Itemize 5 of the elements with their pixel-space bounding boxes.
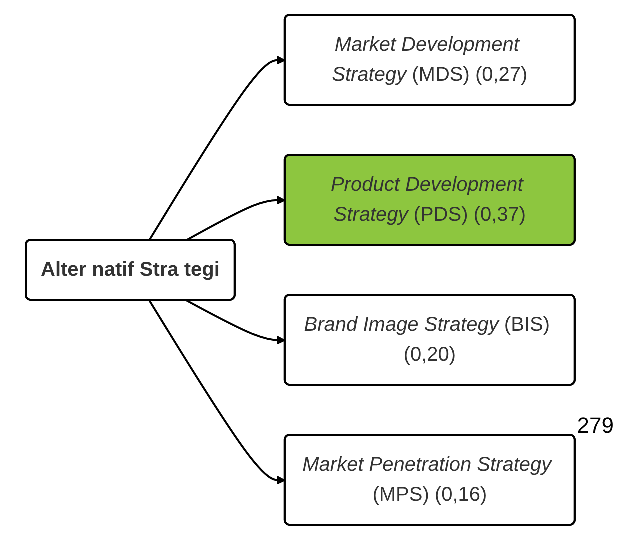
- arrow: [186, 300, 286, 345]
- page-number: 279: [577, 413, 614, 439]
- arrow: [148, 300, 286, 485]
- arrow: [148, 56, 286, 242]
- arrow: [186, 196, 286, 242]
